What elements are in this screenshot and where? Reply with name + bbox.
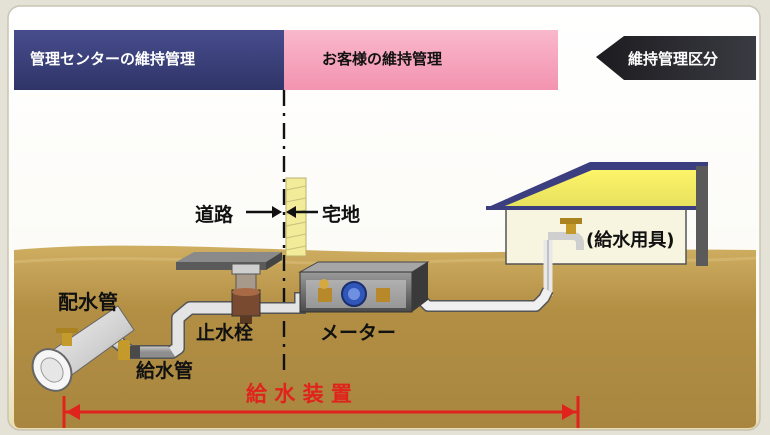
service-pipe-label: 給水管 [136, 360, 194, 382]
faucet-icon [543, 218, 584, 296]
customer-maintenance-band [284, 30, 558, 90]
road-arrow [246, 206, 282, 218]
ground [14, 245, 756, 428]
road-slab [176, 252, 282, 270]
distribution-pipe-label: 配水管 [58, 290, 118, 314]
meter-label: メーター [320, 322, 397, 344]
maintenance-division-label: 維持管理区分 [628, 50, 719, 68]
customer-maintenance-label: お客様の維持管理 [322, 50, 443, 68]
residence-label: 宅地 [322, 204, 361, 226]
stop-valve-label: 止水栓 [196, 322, 254, 344]
stop-valve-icon [231, 263, 261, 324]
road-label: 道路 [195, 204, 234, 226]
meter-icon [318, 279, 390, 307]
residence-arrow [286, 206, 318, 218]
house [486, 162, 708, 266]
water-supply-device-label: 給 水 装 置 [246, 382, 352, 406]
water-supply-device-span [62, 396, 580, 428]
center-maintenance-label: 管理センターの維持管理 [30, 50, 196, 68]
fixture-label: (給水用具) [586, 230, 675, 251]
distribution-pipe-icon [31, 305, 135, 392]
center-maintenance-band [14, 30, 284, 90]
maintenance-division-arrow [596, 36, 756, 80]
